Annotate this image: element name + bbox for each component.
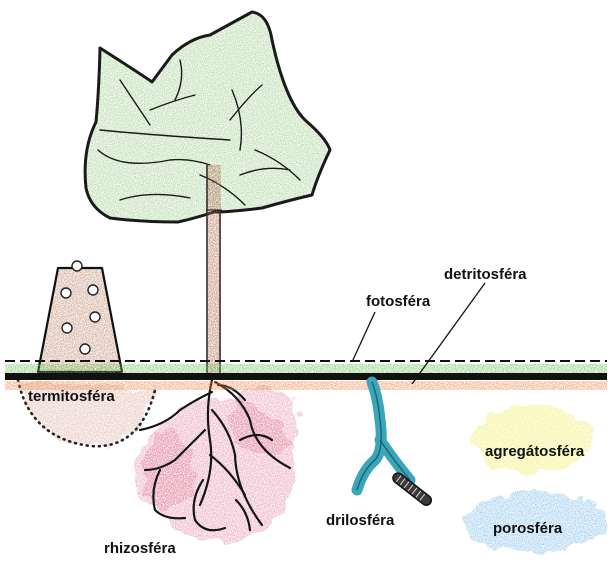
label-termitosphere: termitosféra	[28, 388, 115, 405]
label-drilosphere: drilosféra	[326, 512, 395, 529]
label-aggregatosphere: agregátosféra	[485, 443, 585, 460]
soil-surface	[5, 361, 607, 390]
earthworm-icon	[357, 382, 433, 507]
photosphere-leader	[352, 312, 375, 362]
soil-surface-line	[5, 373, 607, 380]
label-photosphere: fotosféra	[366, 293, 431, 310]
label-porosphere: porosféra	[493, 520, 563, 537]
aggregatosphere-zone	[475, 407, 595, 473]
termite-mound-icon	[38, 261, 122, 372]
rhizosphere-zone	[135, 385, 300, 542]
label-rhizosphere: rhizosféra	[104, 540, 176, 557]
tree-trunk	[206, 165, 222, 373]
label-detritosphere: detritosféra	[444, 266, 527, 283]
